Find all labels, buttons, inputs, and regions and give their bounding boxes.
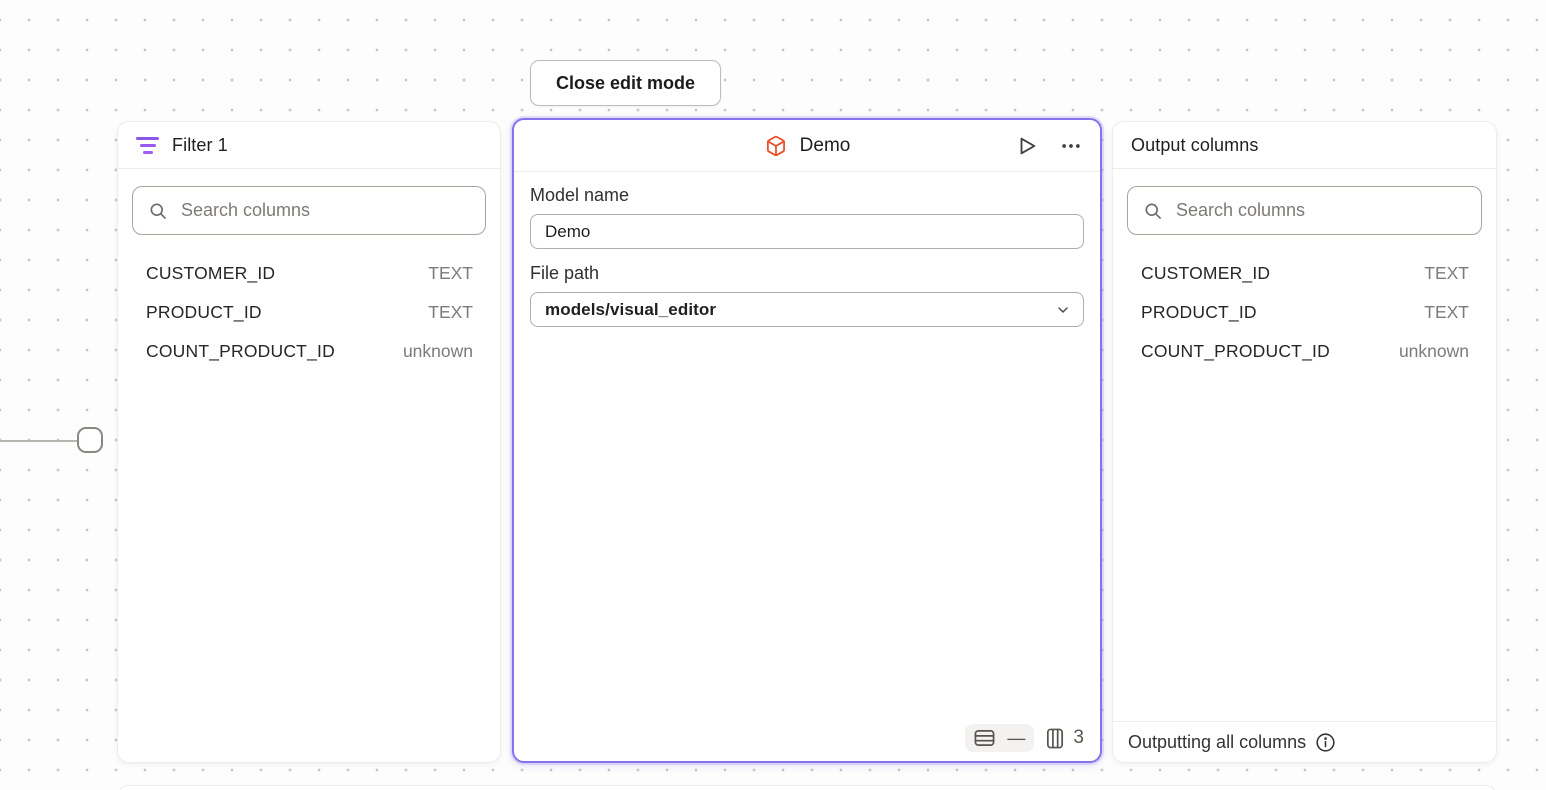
model-stats-footer: — 3 [965,724,1084,752]
column-row[interactable]: COUNT_PRODUCT_ID unknown [1113,332,1496,371]
row-count-stat[interactable]: — [965,724,1034,752]
cube-icon [764,134,788,158]
output-column-list: CUSTOMER_ID TEXT PRODUCT_ID TEXT COUNT_P… [1113,254,1496,371]
info-icon[interactable] [1315,732,1336,753]
model-panel-header: Demo [514,120,1100,172]
file-path-value: models/visual_editor [545,300,716,320]
column-name: COUNT_PRODUCT_ID [146,341,335,362]
column-type: TEXT [1424,263,1469,284]
column-name: CUSTOMER_ID [146,263,275,284]
column-type: TEXT [428,263,473,284]
column-count-stat[interactable]: 3 [1046,727,1084,749]
column-name: PRODUCT_ID [1141,302,1257,323]
column-row[interactable]: CUSTOMER_ID TEXT [118,254,500,293]
column-row[interactable]: PRODUCT_ID TEXT [118,293,500,332]
column-row[interactable]: PRODUCT_ID TEXT [1113,293,1496,332]
column-name: PRODUCT_ID [146,302,262,323]
filter-search-box[interactable] [132,186,486,235]
more-options-button[interactable] [1058,133,1084,159]
column-type: TEXT [428,302,473,323]
output-columns-panel[interactable]: Output columns CUSTOMER_ID TEXT PRODUCT_… [1112,121,1497,763]
column-name: CUSTOMER_ID [1141,263,1270,284]
filter-node-panel[interactable]: Filter 1 CUSTOMER_ID TEXT PRODUCT_ID TEX… [117,121,501,763]
file-path-select[interactable]: models/visual_editor [530,292,1084,327]
run-model-button[interactable] [1014,133,1040,159]
table-rows-icon [974,729,995,747]
chevron-down-icon [1055,302,1071,318]
filter-lines-icon [136,137,159,154]
output-panel-title: Output columns [1131,135,1258,156]
play-icon [1016,135,1038,157]
file-path-label: File path [530,263,1084,284]
table-columns-icon [1046,728,1064,749]
filter-search-input[interactable] [181,200,470,221]
model-panel-title: Demo [800,135,851,157]
outputting-all-columns-text: Outputting all columns [1128,732,1306,753]
close-edit-mode-button[interactable]: Close edit mode [530,60,721,106]
column-type: unknown [403,341,473,362]
model-node-panel[interactable]: Demo Model name File path [512,118,1102,763]
row-count-value: — [1007,729,1025,747]
model-name-label: Model name [530,185,1084,206]
output-search-input[interactable] [1176,200,1466,221]
output-panel-header: Output columns [1113,122,1496,169]
model-name-input[interactable] [530,214,1084,249]
search-icon [148,201,168,221]
bottom-partial-panel[interactable] [117,785,1497,790]
column-name: COUNT_PRODUCT_ID [1141,341,1330,362]
output-search-box[interactable] [1127,186,1482,235]
column-count-value: 3 [1073,727,1084,749]
column-type: unknown [1399,341,1469,362]
column-type: TEXT [1424,302,1469,323]
model-panel-body: Model name File path models/visual_edito… [514,172,1100,327]
connector-edge [0,440,78,442]
search-icon [1143,201,1163,221]
connector-port-handle[interactable] [77,427,103,453]
ellipsis-icon [1060,135,1082,157]
filter-panel-title: Filter 1 [172,135,228,156]
output-panel-footer: Outputting all columns [1113,721,1496,762]
column-row[interactable]: CUSTOMER_ID TEXT [1113,254,1496,293]
column-row[interactable]: COUNT_PRODUCT_ID unknown [118,332,500,371]
filter-column-list: CUSTOMER_ID TEXT PRODUCT_ID TEXT COUNT_P… [118,254,500,371]
filter-panel-header: Filter 1 [118,122,500,169]
